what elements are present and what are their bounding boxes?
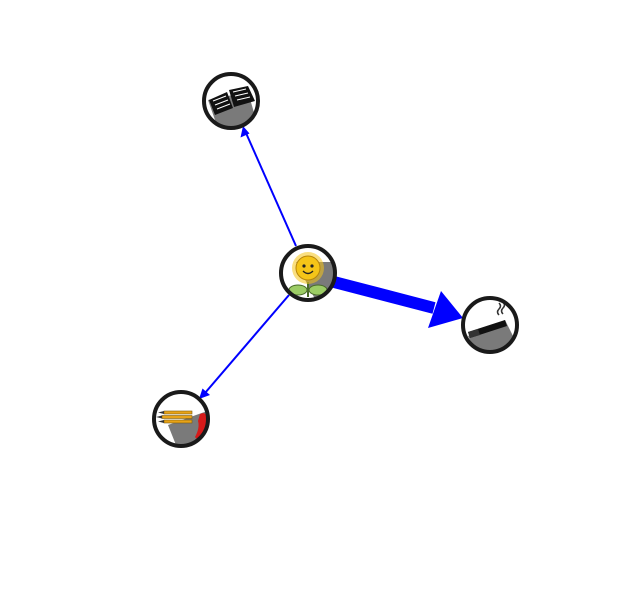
node-cigarette[interactable] bbox=[461, 296, 525, 360]
edge-line bbox=[245, 132, 297, 247]
nodes-layer bbox=[152, 72, 525, 455]
smiling-sun-flower-icon bbox=[288, 252, 328, 297]
edge-line bbox=[204, 294, 290, 394]
edge-line bbox=[332, 276, 436, 314]
edge-center-to-book bbox=[240, 126, 297, 247]
arrowhead bbox=[428, 291, 463, 328]
pencils-icon bbox=[156, 410, 208, 439]
edge-center-to-pencils bbox=[199, 294, 290, 399]
edges-layer bbox=[199, 126, 463, 399]
arrowhead bbox=[240, 126, 250, 138]
node-center[interactable] bbox=[279, 244, 340, 305]
edge-center-to-cigarette bbox=[332, 276, 463, 328]
arrowhead bbox=[199, 388, 210, 399]
cigarette-icon bbox=[468, 301, 507, 338]
open-book-icon bbox=[209, 86, 255, 115]
node-book[interactable] bbox=[202, 72, 262, 140]
node-pencils[interactable] bbox=[152, 390, 215, 455]
